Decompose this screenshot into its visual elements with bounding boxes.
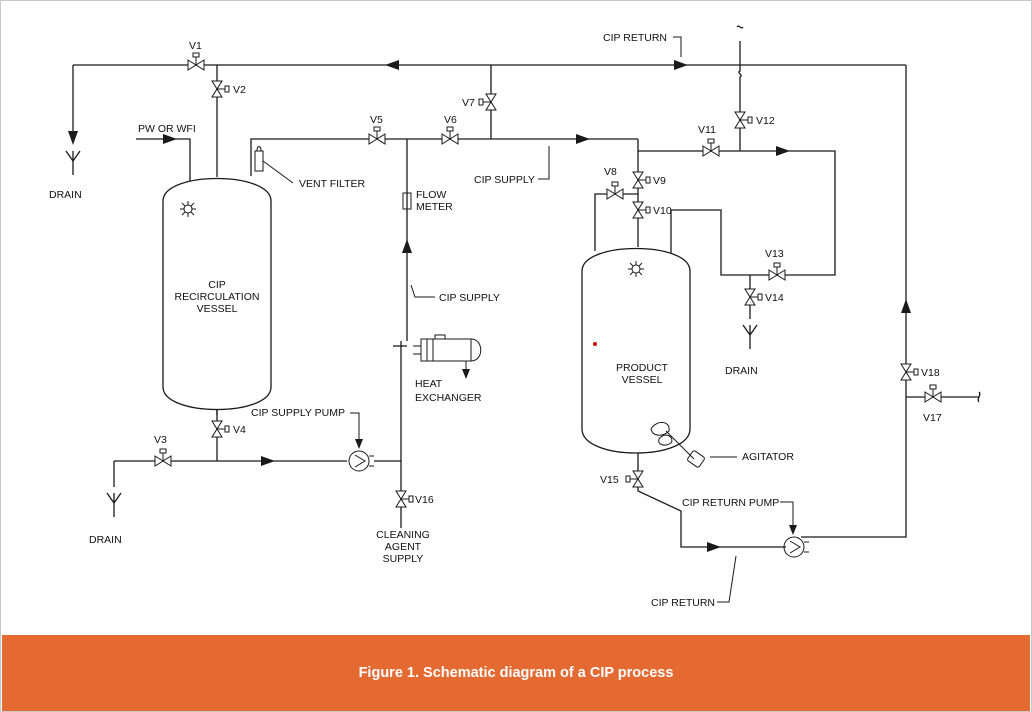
label-flow-meter: METER — [416, 201, 453, 213]
label-cip-supply-mid: CIP SUPPLY — [439, 292, 500, 304]
valve-v9-icon — [632, 171, 651, 189]
heat-exchanger-icon — [413, 334, 482, 379]
valve-v16-icon — [395, 490, 414, 508]
label-v8: V8 — [604, 166, 617, 178]
label-v16: V16 — [415, 494, 434, 506]
valve-v4-icon — [211, 420, 230, 438]
label-drain: DRAIN — [725, 365, 758, 377]
valve-v7-icon — [478, 93, 497, 111]
cip-schematic: V1 V2 V3 V4 V5 V6 V7 V8 V9 V10 V11 V12 V… — [49, 25, 981, 609]
valve-v13-icon — [768, 262, 786, 281]
label-heat-exchanger: EXCHANGER — [415, 392, 482, 404]
label-v14: V14 — [765, 292, 784, 304]
valve-v17-icon — [924, 384, 942, 403]
label-cip-return-top: CIP RETURN — [603, 32, 667, 44]
label-flow-meter: FLOW — [416, 189, 446, 201]
valve-v5-icon — [368, 126, 386, 145]
agitator-icon — [650, 422, 705, 468]
caption-banner: Figure 1. Schematic diagram of a CIP pro… — [2, 635, 1030, 711]
label-recirc-vessel: CIP — [208, 279, 226, 291]
cip-return-pump-icon — [783, 536, 809, 558]
label-drain: DRAIN — [89, 534, 122, 546]
cip-return-riser — [801, 65, 907, 538]
label-heat-exchanger: HEAT — [415, 378, 443, 390]
spray-ball-icon — [179, 200, 197, 218]
label-v4: V4 — [233, 424, 246, 436]
valve-v6-icon — [441, 126, 459, 145]
pump-discharge-line — [374, 341, 402, 462]
label-agitator: AGITATOR — [742, 451, 794, 463]
label-v10: V10 — [653, 205, 672, 217]
label-v7: V7 — [462, 97, 475, 109]
cip-supply-header — [250, 138, 638, 176]
label-v17: V17 — [923, 412, 942, 424]
label-v5: V5 — [370, 114, 383, 126]
valve-v10-icon — [632, 201, 651, 219]
label-recirc-vessel: RECIRCULATION — [175, 291, 260, 303]
valve-v2-icon — [211, 80, 230, 98]
label-v18: V18 — [921, 367, 940, 379]
label-cleaning-agent: SUPPLY — [383, 553, 424, 565]
label-drain: DRAIN — [49, 189, 82, 201]
figure-caption: Figure 1. Schematic diagram of a CIP pro… — [358, 665, 674, 681]
product-outlet-line — [637, 479, 786, 548]
spray-ball-icon — [627, 260, 645, 278]
label-cip-supply-pump: CIP SUPPLY PUMP — [251, 407, 345, 419]
label-cip-supply-top: CIP SUPPLY — [474, 174, 535, 186]
label-product-vessel: VESSEL — [622, 374, 663, 386]
label-v2: V2 — [233, 84, 246, 96]
label-v13: V13 — [765, 248, 784, 260]
valve-v14-icon — [744, 288, 763, 306]
drain-icon — [742, 324, 758, 350]
valve-v8-icon — [606, 181, 624, 200]
label-recirc-vessel: VESSEL — [197, 303, 238, 315]
label-v9: V9 — [653, 175, 666, 187]
label-cleaning-agent: CLEANING — [376, 529, 430, 541]
label-cleaning-agent: AGENT — [385, 541, 422, 553]
label-pw-or-wfi: PW OR WFI — [138, 123, 196, 135]
cip-supply-pump-icon — [348, 450, 374, 472]
label-v15: V15 — [600, 474, 619, 486]
valve-v15-icon — [625, 470, 644, 488]
label-product-vessel: PRODUCT — [616, 362, 669, 374]
product-vessel — [581, 247, 691, 454]
valve-v12-icon — [734, 111, 753, 129]
valve-v3-icon — [154, 448, 172, 467]
label-v6: V6 — [444, 114, 457, 126]
label-v3: V3 — [154, 434, 167, 446]
valve-v11-icon — [702, 138, 720, 157]
label-cip-return-pump: CIP RETURN PUMP — [682, 497, 779, 509]
drain-icon — [106, 492, 122, 518]
valve-v1-icon — [187, 52, 205, 71]
valve-v18-icon — [900, 363, 919, 381]
cip-recirculation-vessel — [162, 177, 272, 411]
label-v11: V11 — [698, 124, 716, 136]
vent-filter-icon — [254, 150, 264, 172]
label-v12: V12 — [756, 115, 775, 127]
label-vent-filter: VENT FILTER — [299, 178, 366, 190]
drain-icon — [65, 150, 81, 176]
label-v1: V1 — [189, 40, 202, 52]
label-cip-return-bottom: CIP RETURN — [651, 597, 715, 609]
